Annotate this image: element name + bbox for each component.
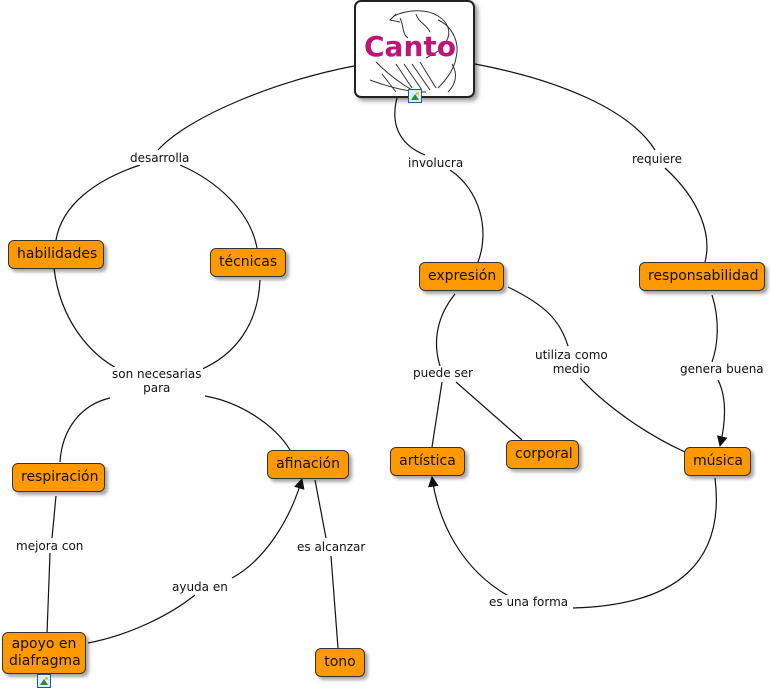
line-canto-requiere — [474, 63, 656, 151]
line-canto-involucra — [394, 97, 426, 156]
line-expresion-utiliza — [507, 286, 569, 347]
concept-artistica[interactable]: artística — [390, 447, 465, 476]
line-utiliza-musica — [579, 377, 686, 453]
concept-musica[interactable]: música — [684, 447, 751, 476]
concept-corporal[interactable]: corporal — [506, 440, 579, 469]
line-sonnecesarias-respiracion — [59, 397, 111, 463]
link-ayuda-en: ayuda en — [170, 580, 230, 594]
line-expresion-puedeser — [435, 293, 456, 367]
line-tecnicas-sonnecesarias — [199, 279, 261, 371]
line-desarrolla-habilidades — [55, 164, 141, 241]
link-mejora-con: mejora con — [14, 539, 86, 553]
concept-expresion[interactable]: expresión — [419, 262, 504, 291]
line-esunaforma-artistica — [427, 475, 513, 599]
link-puede-ser: puede ser — [411, 366, 475, 380]
line-habilidades-sonnecesarias — [53, 267, 121, 371]
line-genera-musica — [716, 379, 728, 448]
line-respiracion-mejora — [51, 495, 57, 539]
root-title: Canto — [364, 30, 456, 63]
concept-apoyo-en-diafragma[interactable]: apoyo en diafragma — [2, 632, 86, 674]
line-responsabilidad-genera — [711, 294, 718, 363]
line-puedeser-artistica — [431, 381, 443, 448]
line-requiere-responsabilidad — [664, 167, 708, 263]
line-puedeser-corporal — [455, 381, 523, 441]
line-desarrolla-tecnicas — [179, 164, 258, 249]
link-desarrolla: desarrolla — [128, 151, 192, 165]
link-requiere: requiere — [630, 152, 685, 166]
link-involucra: involucra — [406, 156, 466, 170]
concept-afinacion[interactable]: afinación — [267, 450, 349, 479]
line-mejora-apoyo — [46, 552, 51, 635]
concept-respiracion[interactable]: respiración — [12, 463, 105, 492]
link-es-alcanzar: es alcanzar — [295, 540, 368, 554]
link-son-necesarias-para: son necesarias para — [110, 367, 204, 395]
concept-habilidades[interactable]: habilidades — [8, 240, 104, 269]
image-attachment-icon[interactable] — [37, 674, 51, 688]
line-sonnecesarias-afinacion — [204, 395, 291, 451]
line-musica-esunaforma — [572, 477, 717, 609]
concept-responsabilidad[interactable]: responsabilidad — [639, 262, 765, 291]
link-es-una-forma: es una forma — [487, 595, 571, 609]
concept-tecnicas[interactable]: técnicas — [210, 248, 286, 277]
line-esalcanzar-tono — [330, 555, 339, 649]
link-utiliza-como-medio: utiliza como medio — [533, 348, 610, 376]
line-canto-desarrolla — [157, 65, 355, 151]
line-ayuda-afinacion — [231, 477, 305, 579]
line-afinacion-esalcanzar — [314, 479, 327, 539]
line-involucra-expresion — [449, 169, 484, 263]
root-concept-canto[interactable]: Canto — [354, 0, 475, 98]
concept-tono[interactable]: tono — [315, 648, 365, 677]
line-apoyo-ayuda — [87, 594, 196, 644]
image-attachment-icon[interactable] — [408, 89, 422, 103]
link-genera-buena: genera buena — [678, 362, 766, 376]
canto-sketch-image — [369, 10, 458, 93]
